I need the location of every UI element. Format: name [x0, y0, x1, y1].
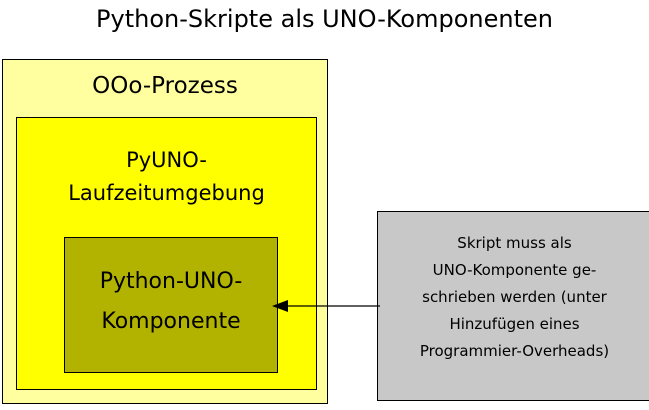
box-pyuno-laufzeitumgebung-label-line-2: Laufzeitumgebung [68, 181, 265, 205]
box-pyuno-laufzeitumgebung-label-line-1: PyUNO- [126, 148, 207, 172]
box-python-uno-komponente-label-line-1: Python-UNO- [99, 269, 243, 294]
box-note-annotation-label-line-3: schrieben werden (unter [422, 288, 607, 306]
box-python-uno-komponente-label: Python-UNO- Komponente [65, 262, 277, 342]
box-note-annotation-label-line-1: Skript muss als [457, 234, 572, 252]
box-note-annotation-label: Skript muss als UNO-Komponente ge- schri… [378, 230, 649, 365]
box-python-uno-komponente-label-line-2: Komponente [101, 309, 241, 334]
box-ooo-prozess: OOo-Prozess PyUNO- Laufzeitumgebung Pyth… [2, 59, 328, 404]
box-ooo-prozess-label: OOo-Prozess [92, 73, 238, 99]
box-note-annotation: Skript muss als UNO-Komponente ge- schri… [377, 211, 649, 401]
box-note-annotation-label-line-4: Hinzufügen eines [449, 315, 580, 333]
page-title: Python-Skripte als UNO-Komponenten [96, 5, 553, 33]
box-pyuno-laufzeitumgebung: PyUNO- Laufzeitumgebung Python-UNO- Komp… [16, 117, 317, 390]
box-pyuno-laufzeitumgebung-label: PyUNO- Laufzeitumgebung [17, 144, 316, 210]
box-python-uno-komponente: Python-UNO- Komponente [64, 237, 278, 373]
box-note-annotation-label-line-5: Programmier-Overheads) [419, 342, 610, 360]
box-note-annotation-label-line-2: UNO-Komponente ge- [432, 261, 597, 279]
note-to-component-arrow-icon [272, 300, 380, 312]
